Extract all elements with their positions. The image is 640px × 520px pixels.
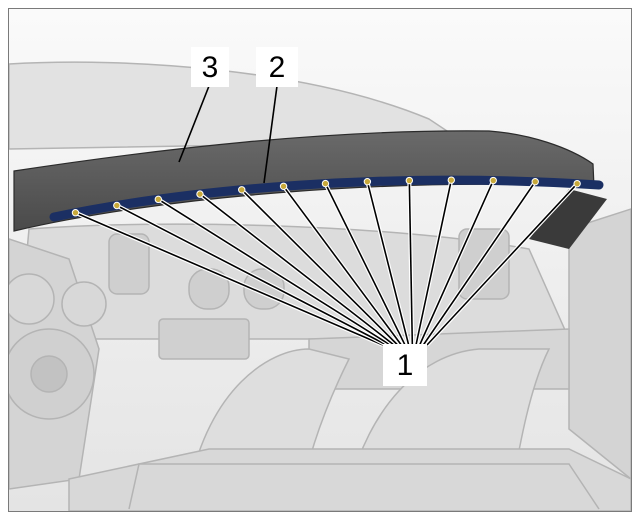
- installation-diagram: 3 2 1: [8, 8, 632, 512]
- cover-shadow: [529, 189, 607, 249]
- callout-box-3: [191, 47, 229, 87]
- car-interior: [9, 61, 631, 511]
- fastener: [71, 209, 80, 217]
- fastener: [279, 182, 288, 190]
- leader-line-1: [426, 183, 578, 346]
- callout-box-1: [383, 344, 427, 386]
- callout-label-1: 1: [397, 349, 414, 382]
- leader-line-1: [199, 193, 395, 346]
- diagram-canvas: 3 2 1: [9, 9, 631, 511]
- fastener: [405, 176, 414, 185]
- fastener: [196, 190, 204, 198]
- callout-label-2: 2: [269, 51, 286, 84]
- fastener: [321, 179, 330, 188]
- gauge-left: [9, 273, 55, 325]
- leader-line-1: [415, 179, 453, 346]
- fastener: [573, 179, 581, 188]
- leader-line-1: [116, 204, 388, 346]
- leader-line-1: [422, 181, 536, 346]
- fastener: [238, 186, 246, 194]
- fastener: [489, 176, 497, 185]
- leader-line-1: [75, 212, 384, 346]
- leader-line-1: [408, 180, 414, 346]
- fastener: [154, 195, 163, 204]
- leader-line-1: [418, 180, 494, 346]
- leader-line-1: [282, 185, 402, 346]
- leader-line-2: [263, 85, 278, 184]
- radio-unit: [158, 318, 250, 360]
- leader-line-3: [178, 85, 210, 163]
- fastener: [113, 201, 121, 210]
- fasteners: [71, 176, 581, 217]
- roll-bar: [128, 463, 600, 510]
- callout-label-3: 3: [202, 51, 219, 84]
- callout-box-2: [256, 47, 298, 87]
- vent-right: [458, 228, 510, 300]
- gauge-right: [61, 281, 107, 327]
- leader-line-1: [241, 189, 399, 346]
- fastener: [447, 176, 455, 184]
- leader-line-1: [366, 181, 410, 346]
- fastener: [531, 177, 539, 186]
- leader-line-1: [324, 183, 406, 346]
- fastener: [363, 177, 372, 186]
- steering-hub: [30, 355, 68, 393]
- leader-line-1: [157, 198, 391, 346]
- fastener-leader-lines: [74, 179, 579, 347]
